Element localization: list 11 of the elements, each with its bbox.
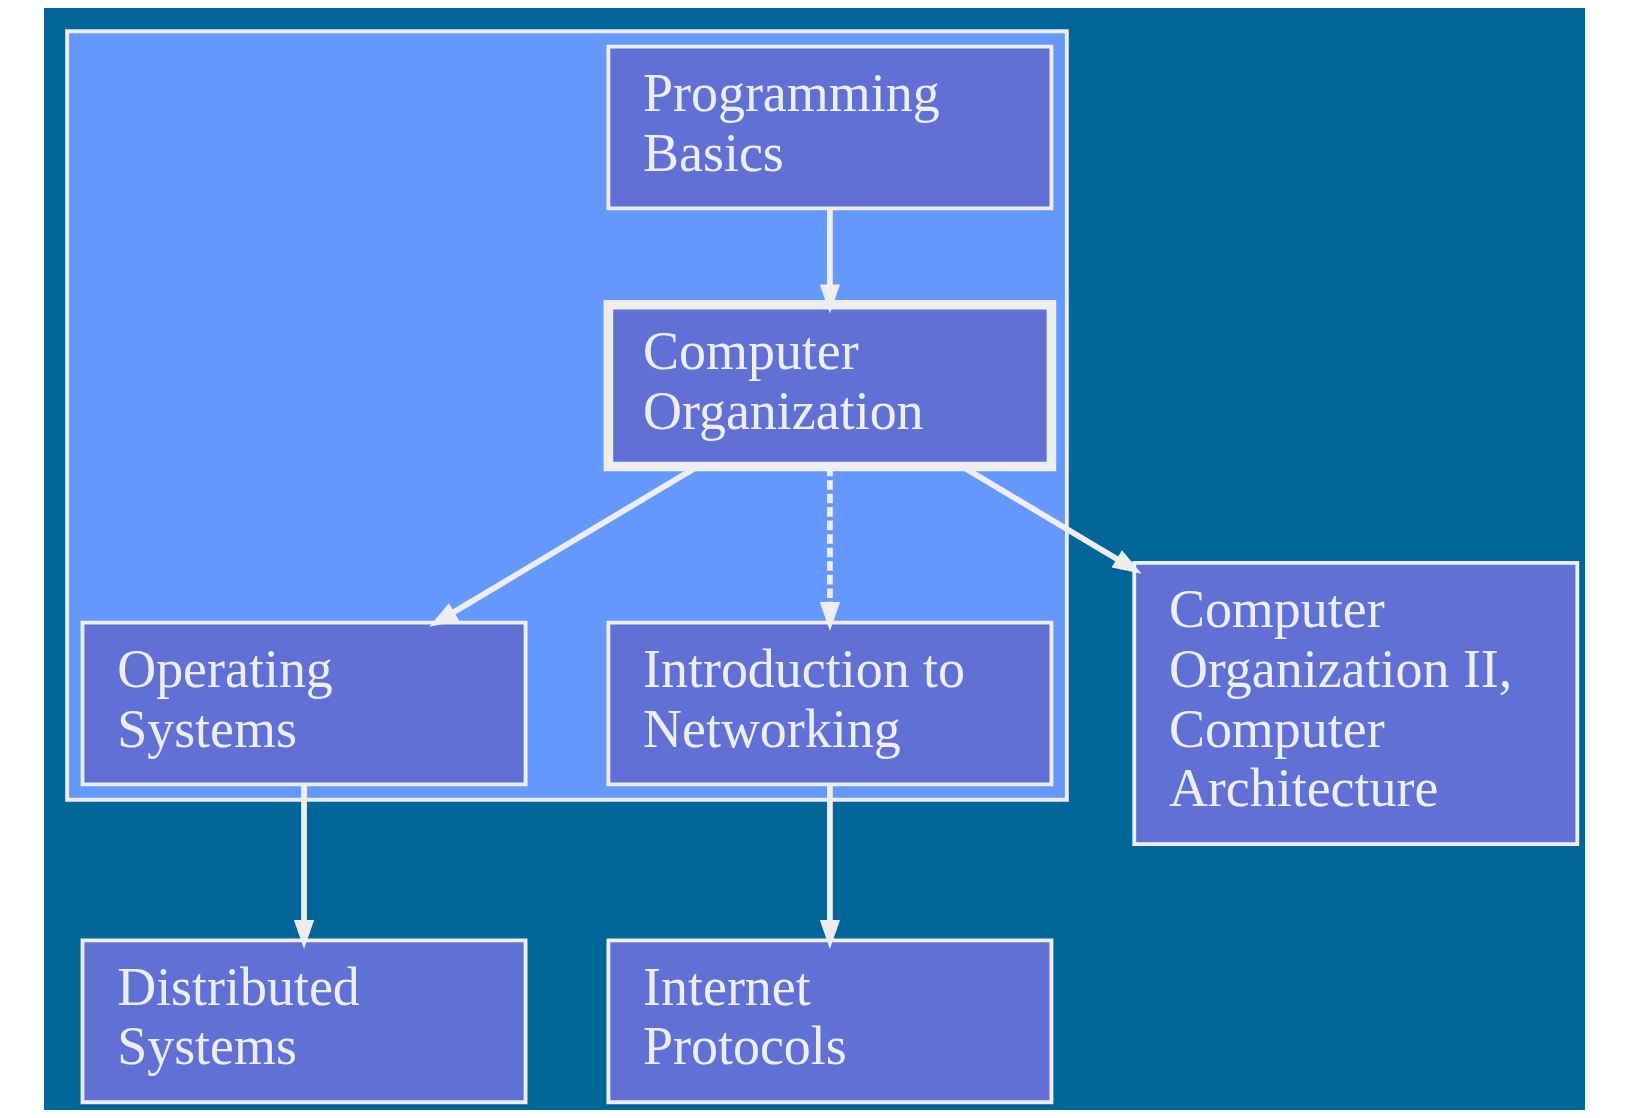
cluster xyxy=(64,29,1069,802)
node-box: Programming Basics xyxy=(605,44,1053,211)
node-box: Computer Organization II, Computer Architecture xyxy=(1131,560,1579,846)
arrow xyxy=(819,208,840,314)
node-box: Computer Organization xyxy=(603,299,1056,472)
node-box: Introduction to Networking xyxy=(605,620,1053,787)
node-box: Internet Protocols xyxy=(605,938,1053,1105)
arrow xyxy=(293,784,314,949)
node-box: Distributed Systems xyxy=(80,938,527,1105)
node-box: Operating Systems xyxy=(80,620,527,787)
arrow xyxy=(819,784,840,949)
